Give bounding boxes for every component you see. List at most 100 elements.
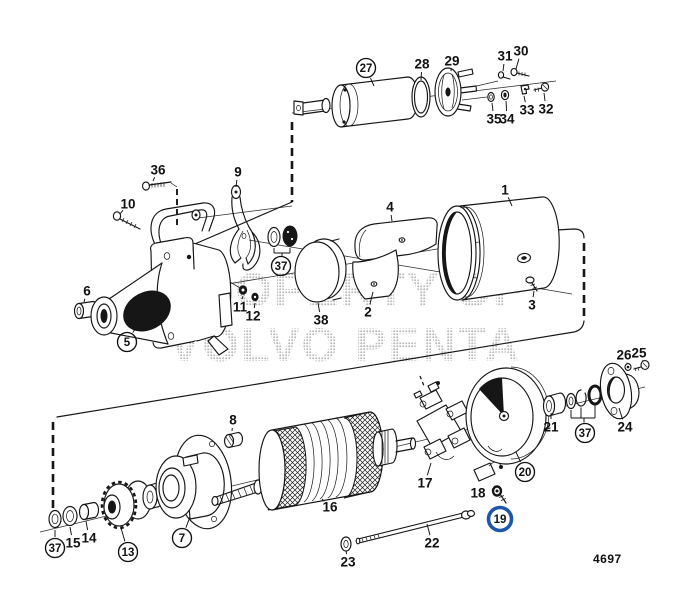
callout-number: 7 — [179, 533, 185, 545]
callout-leader-line — [152, 177, 156, 182]
callout-21[interactable]: 21 — [543, 413, 559, 435]
callout-37[interactable]: 37 — [44, 530, 66, 559]
part-drive-end-housing-5 — [90, 202, 233, 356]
callout-37[interactable]: 37 — [574, 422, 596, 444]
callout-circle — [514, 461, 536, 483]
part-screw-25 — [633, 360, 650, 372]
callout-circle — [270, 255, 292, 277]
callout-3[interactable]: 3 — [528, 290, 536, 313]
part-washers-37-right — [565, 384, 603, 423]
part-nut-34 — [500, 89, 510, 101]
callout-1[interactable]: 1 — [501, 183, 513, 207]
callout-30[interactable]: 30 — [513, 44, 529, 70]
callout-26[interactable]: 26 — [616, 348, 632, 364]
callout-number: 23 — [340, 555, 356, 570]
callout-22[interactable]: 22 — [424, 523, 440, 551]
part-pole-shoe-2 — [352, 249, 399, 300]
part-armature-16 — [211, 411, 417, 511]
callout-number: 36 — [150, 163, 166, 178]
callout-circle — [355, 57, 377, 79]
figure-number: 4697 — [593, 552, 622, 566]
callout-leader-line — [543, 92, 546, 102]
part-washer-23 — [340, 536, 352, 552]
callout-leader-line — [369, 291, 374, 305]
part-bolt-32 — [533, 82, 550, 93]
callout-17[interactable]: 17 — [417, 462, 433, 491]
part-screw-3 — [525, 276, 538, 292]
callout-number: 12 — [245, 309, 260, 324]
callout-leader-line — [505, 100, 508, 112]
callout-34[interactable]: 34 — [499, 100, 515, 127]
callout-36[interactable]: 36 — [150, 163, 166, 182]
callout-number: 21 — [543, 420, 559, 435]
callout-leader-line — [321, 498, 325, 502]
callout-number: 3 — [528, 298, 536, 313]
callout-number: 20 — [519, 467, 532, 479]
part-bushing-8 — [223, 431, 244, 449]
callout-leader-line — [345, 550, 348, 555]
callout-leader-line — [426, 523, 431, 536]
callout-15[interactable]: 15 — [65, 526, 81, 551]
callout-31[interactable]: 31 — [497, 49, 513, 72]
callout-number: 1 — [501, 183, 509, 198]
callout-number: 13 — [122, 547, 135, 559]
callout-number: 37 — [275, 261, 288, 273]
callout-number: 15 — [65, 536, 81, 551]
callout-27[interactable]: 27 — [355, 57, 377, 87]
callout-38[interactable]: 38 — [313, 302, 329, 328]
callout-35[interactable]: 35 — [486, 102, 502, 127]
callout-leader-line — [507, 197, 513, 207]
callout-10[interactable]: 10 — [119, 197, 136, 215]
callout-8[interactable]: 8 — [229, 413, 237, 432]
part-screw-36 — [141, 181, 178, 191]
callout-33[interactable]: 33 — [519, 95, 535, 118]
callout-14[interactable]: 14 — [81, 520, 97, 546]
callout-20[interactable]: 20 — [514, 451, 536, 483]
callout-19-highlighted[interactable]: 19 — [486, 505, 514, 533]
callout-4[interactable]: 4 — [386, 200, 394, 222]
callout-32[interactable]: 32 — [538, 92, 554, 117]
callout-number: 29 — [444, 54, 459, 69]
callout-25[interactable]: 25 — [631, 346, 647, 362]
callout-2[interactable]: 2 — [364, 291, 374, 320]
part-bolt-10 — [112, 211, 141, 230]
callout-number: 26 — [616, 348, 632, 363]
callout-leader-line — [491, 102, 494, 112]
callout-number: 38 — [313, 313, 329, 328]
callout-37[interactable]: 37 — [270, 255, 292, 277]
callout-leader-line — [241, 295, 244, 300]
callout-18[interactable]: 18 — [470, 486, 486, 501]
callout-11[interactable]: 11 — [233, 295, 248, 315]
callout-12[interactable]: 12 — [245, 302, 261, 324]
callout-number: 19 — [494, 514, 507, 526]
callout-number: 35 — [486, 112, 502, 127]
callout-circle — [44, 537, 66, 559]
callout-number: 37 — [579, 428, 592, 440]
callout-24[interactable]: 24 — [617, 407, 633, 435]
callout-leader-line — [370, 77, 375, 87]
callout-7[interactable]: 7 — [171, 516, 193, 549]
callout-number: 16 — [322, 500, 338, 515]
callout-13[interactable]: 13 — [117, 527, 139, 563]
callout-5[interactable]: 5 — [116, 328, 138, 353]
callout-leader-line — [532, 290, 535, 298]
callout-number: 22 — [424, 536, 439, 551]
callout-29[interactable]: 29 — [444, 54, 460, 72]
part-brush-holder-17 — [413, 381, 471, 460]
callout-16[interactable]: 16 — [321, 498, 338, 515]
callout-leader-line — [390, 214, 393, 222]
callout-number: 25 — [631, 346, 647, 361]
callout-number: 9 — [234, 165, 242, 180]
callout-leader-line — [515, 451, 521, 463]
callout-number: 2 — [364, 305, 372, 320]
callout-6[interactable]: 6 — [83, 284, 91, 303]
callout-9[interactable]: 9 — [234, 165, 242, 188]
part-oring-28 — [411, 76, 431, 118]
callout-23[interactable]: 23 — [340, 550, 356, 570]
callout-28[interactable]: 28 — [414, 57, 430, 81]
part-washer-37-bottom-left — [48, 509, 62, 529]
callout-number: 24 — [617, 420, 633, 435]
part-clip-33 — [520, 84, 530, 95]
